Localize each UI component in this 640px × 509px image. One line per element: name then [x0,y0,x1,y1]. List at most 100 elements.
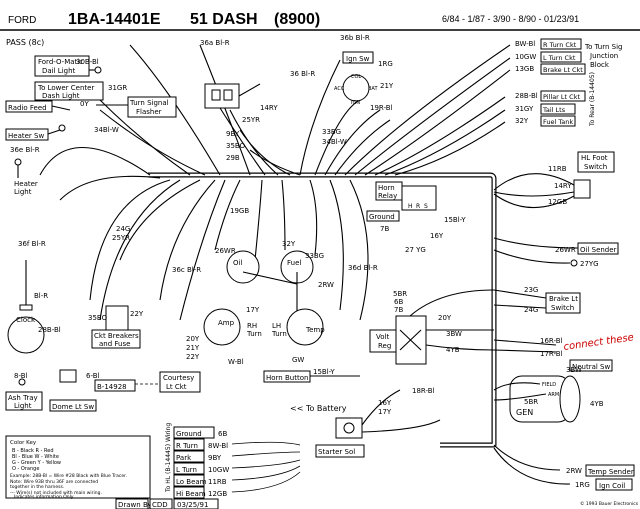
svg-text:32Y: 32Y [515,117,529,125]
wire-4yb: 4YB [446,346,460,354]
svg-text:Note: Wire 93B thru 36F are co: Note: Wire 93B thru 36F are connected [10,479,98,485]
svg-text:ARM: ARM [548,392,559,398]
wire-bl-r: Bl-R [34,292,48,300]
svg-text:Dash Light: Dash Light [42,92,80,100]
svg-text:03/25/91: 03/25/91 [177,501,208,509]
wire-36c: 36c Bl-R [172,266,201,274]
svg-text:Reg: Reg [378,342,391,350]
wire-27yg2: 27YG [580,260,599,268]
wire-5br2: 5BR [524,398,538,406]
svg-text:Ground: Ground [369,213,395,221]
svg-text:Heater Sw: Heater Sw [8,132,44,140]
wire-36e: 36e Bl-R [10,146,40,154]
svg-text:10GW: 10GW [515,53,536,61]
color-key: Color Key B - Black R - Red Bl - Blue W … [5,435,151,500]
header-revisions: 6/84 - 1/87 - 3/90 - 8/90 - 01/23/91 [442,14,579,24]
b14928-box: B-14928 [94,379,136,392]
svg-text:ACC: ACC [334,86,345,92]
svg-text:Brake Lt Ckt: Brake Lt Ckt [543,66,583,74]
svg-text:L Turn Ckt: L Turn Ckt [543,54,576,62]
svg-text:11RB: 11RB [208,478,227,486]
fuel-tank-row: 32Y Fuel Tank [515,115,576,127]
svg-text:Amp: Amp [218,319,235,327]
wire-22y: 22Y [186,353,200,361]
svg-text:IGN: IGN [351,100,360,106]
right-circuit-boxes: BW-Bl R Turn Ckt 10GW L Turn Ckt 13GB Br… [515,38,586,127]
wire-25yr: 25YR [242,116,260,124]
wire-31gr: 31GR [108,84,127,92]
wire-15by: 15Bl-Y [444,216,466,224]
drawn-by-box: Drawn By CDD 03/25/91 [115,498,219,509]
heater-light: Heater Light [14,158,38,196]
svg-text:Radio Feed: Radio Feed [8,104,47,112]
wire-26wr: 26WR [215,247,236,255]
wire-20y: 20Y [186,335,200,343]
svg-text:O - Orange: O - Orange [12,466,39,472]
svg-text:Ford-O-Matic: Ford-O-Matic [38,58,83,66]
header-variant: (8900) [274,11,320,28]
svg-text:To HL (B-14445) Wiring: To HL (B-14445) Wiring [165,423,172,493]
wire-26wr2: 26WR [555,246,576,254]
svg-text:Switch: Switch [551,304,574,312]
wire-19gb: 19GB [230,207,249,215]
wire-28bbl: 28B-Bl [38,326,61,334]
wire-16y: 16Y [430,232,444,240]
wire-7b: 7B [380,225,389,233]
svg-text:Temp Sender: Temp Sender [587,468,634,476]
row-ground: Ground 6B [173,426,227,439]
wire-36f: 36f Bl-R [18,240,46,248]
svg-text:Horn Button: Horn Button [266,374,308,382]
svg-text:Relay: Relay [378,192,397,200]
row-r-turn: R Turn 8W-Bl [173,438,228,451]
oil-gauge [226,250,260,284]
wire-8bl: 8-Bl [14,372,28,380]
svg-text:Dome Lt Sw: Dome Lt Sw [52,403,94,411]
wire-23g: 23G [524,286,538,294]
svg-text:Indicates information Only: Indicates information Only [14,494,74,500]
l-turn-ckt-row: 10GW L Turn Ckt [515,51,582,63]
row-lo-beam: Lo Beam 11RB [173,474,227,487]
svg-text:Oil: Oil [233,259,242,267]
wire-1rg: 1RG [378,60,393,68]
svg-text:Horn: Horn [378,184,395,192]
wire-36: 36 Bl-R [290,70,315,78]
svg-text:Fuel Tank: Fuel Tank [543,118,573,126]
courtesy-light-circuit: Courtesy Lt Ckt [135,371,201,393]
svg-text:Ckt Breakers: Ckt Breakers [94,332,139,340]
light-switch [204,83,261,109]
svg-text:Brake Lt: Brake Lt [549,295,578,303]
wire-27yg: 27 YG [405,246,426,254]
wire-2rw2: 2RW [566,467,582,475]
clock: Clock [7,260,45,354]
wire-17y2: 17Y [378,408,392,416]
svg-text:Ground: Ground [176,430,202,438]
svg-text:31GY: 31GY [515,105,534,113]
svg-text:Example: 28B-Bl = Wire #28 Bla: Example: 28B-Bl = Wire #28 Black with Bl… [10,473,127,479]
wire-18rbl: 18R-Bl [412,387,435,395]
wire-21y2: 21Y [186,344,200,352]
svg-text:H: H [408,203,413,210]
svg-text:Turn: Turn [246,330,262,338]
wire-7b2: 7B [394,306,403,314]
svg-text:To Lower Center: To Lower Center [37,84,94,92]
headlight-wiring-table: To HL (B-14445) Wiring Ground 6B R Turn … [165,423,301,499]
svg-text:Drawn By: Drawn By [118,501,152,509]
row-park: Park 9BY [173,450,222,463]
wire-17rb: 17R-Bl [540,350,563,358]
harness-drop-wires [89,179,369,321]
tail-lts-row: 31GY Tail Lts [515,103,576,115]
svg-text:S: S [424,203,428,210]
svg-text:Lo Beam: Lo Beam [176,478,207,486]
wire-35bo: 35BO [226,142,246,150]
wire-25yr2: 25YR [112,234,130,242]
svg-text:Block: Block [590,61,610,69]
svg-text:together in the harness.: together in the harness. [10,484,64,490]
wire-32y: 32Y [282,240,296,248]
svg-text:Starter Sol: Starter Sol [318,448,355,456]
svg-text:Temp: Temp [305,326,325,334]
ground-label: Ground [366,210,400,222]
svg-text:Bl - Blue W - White: Bl - Blue W - White [12,454,59,460]
temp-gauge [286,308,324,346]
svg-text:Volt: Volt [376,333,389,341]
wire-1rg2: 1RG [575,481,590,489]
